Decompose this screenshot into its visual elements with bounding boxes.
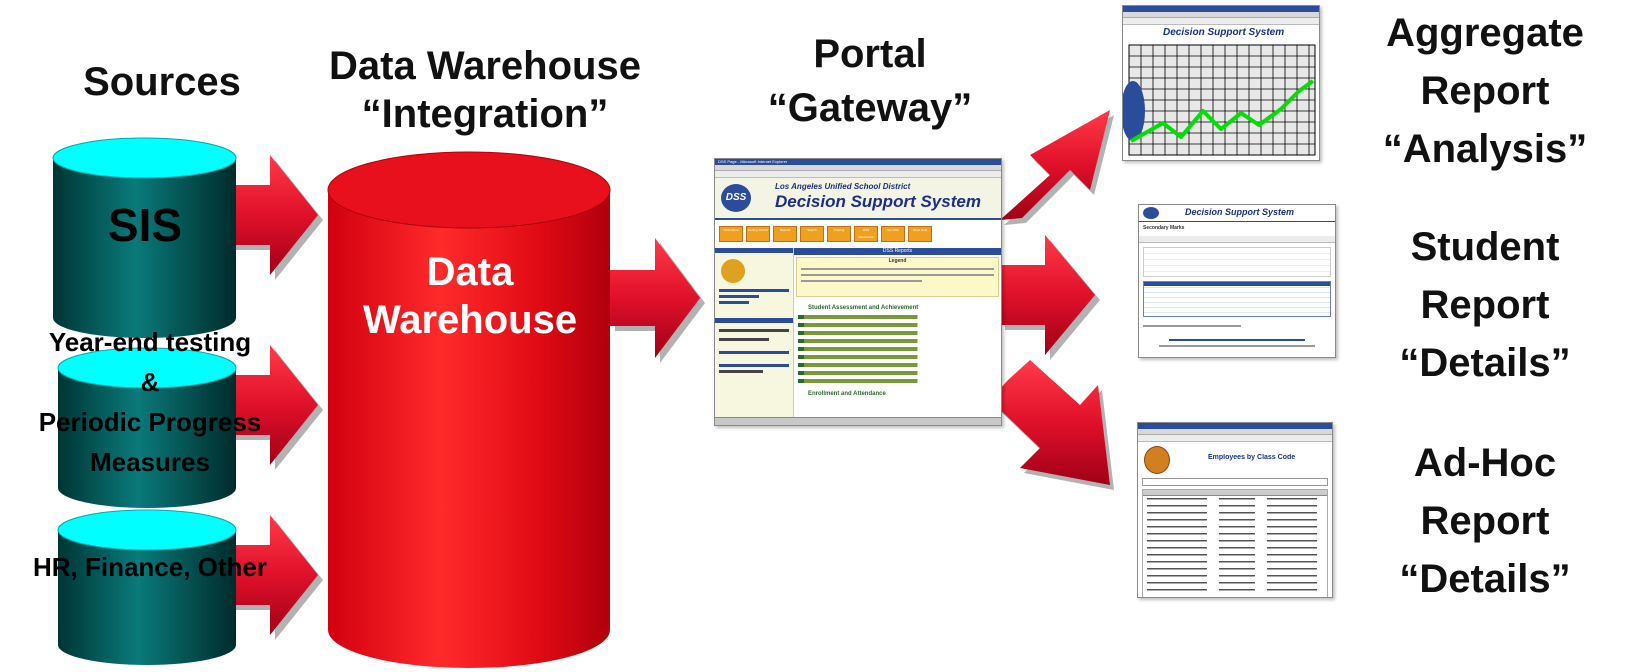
warehouse-cylinder	[327, 151, 611, 668]
portal-screenshot: DSS Page - Microsoft Internet Explorer D…	[714, 158, 1002, 426]
aggregate-line-chart	[1123, 44, 1316, 156]
portal-heading-line1: Portal	[813, 32, 927, 76]
adhoc-label-line2: Report	[1420, 499, 1550, 543]
portal-content-header: DSS Reports	[794, 248, 1001, 255]
portal-district: Los Angeles Unified School District	[775, 182, 911, 191]
adhoc-thumb-table	[1142, 489, 1328, 597]
warehouse-label: Data Warehouse	[330, 248, 610, 344]
aggregate-report-screenshot: Decision Support System	[1122, 5, 1320, 161]
testing-cylinder	[57, 347, 237, 508]
aggregate-report-label: Aggregate Report “Analysis”	[1355, 4, 1615, 178]
portal-tab-3: Search	[800, 226, 824, 242]
aggregate-label-line2: Report	[1420, 69, 1550, 113]
portal-section-assessment: Student Assessment and Achievement	[808, 305, 919, 311]
arrow-portal-to-adhoc	[990, 360, 1114, 490]
portal-tab-2: Reports	[773, 226, 797, 242]
arrow-warehouse-to-portal	[610, 238, 705, 363]
flow-arrows	[610, 110, 1114, 490]
sis-cylinder	[52, 137, 237, 338]
arrow-portal-to-aggregate	[1000, 110, 1114, 225]
portal-tab-4: Training	[827, 226, 851, 242]
student-thumb-table	[1143, 281, 1331, 317]
testing-label-line3: Periodic Progress	[38, 407, 262, 437]
student-report-label: Student Report “Details”	[1355, 218, 1615, 392]
student-report-screenshot: Decision Support System Secondary Marks	[1138, 204, 1336, 358]
adhoc-label-line1: Ad-Hoc	[1413, 441, 1557, 485]
sources-heading: Sources	[83, 60, 241, 104]
aggregate-label-line1: Aggregate	[1386, 11, 1584, 55]
portal-sidebar	[715, 248, 794, 418]
portal-heading: Portal “Gateway”	[745, 30, 995, 132]
portal-tab-6: My DSS	[881, 226, 905, 242]
hr-cylinder	[57, 509, 237, 665]
aggregate-thumb-title: Decision Support System	[1163, 27, 1285, 38]
student-thumb-subtitle: Secondary Marks	[1143, 225, 1185, 231]
warehouse-heading-line2: “Integration”	[361, 92, 609, 136]
adhoc-label-line3: “Details”	[1399, 557, 1571, 601]
testing-label: Year-end testing & Periodic Progress Mea…	[0, 322, 300, 482]
portal-tab-0: DSS Home	[719, 226, 743, 242]
adhoc-thumb-logo	[1144, 446, 1170, 474]
student-label-line2: Report	[1420, 283, 1550, 327]
testing-label-line1: Year-end testing	[48, 327, 252, 357]
testing-label-line4: Measures	[90, 447, 210, 477]
aggregate-trend-line	[1130, 79, 1315, 143]
student-thumb-title: Decision Support System	[1185, 207, 1295, 217]
adhoc-report-screenshot: Employees by Class Code	[1137, 422, 1333, 598]
portal-tab-7: News Help	[908, 226, 932, 242]
portal-section-enrollment: Enrollment and Attendance	[808, 391, 886, 397]
student-thumb-header: Decision Support System	[1139, 205, 1335, 222]
hr-label: HR, Finance, Other	[32, 552, 268, 582]
portal-tab-5: DSS Documents	[854, 226, 878, 242]
adhoc-thumb-header: Employees by Class Code	[1138, 442, 1332, 476]
portal-banner: DSS Los Angeles Unified School District …	[715, 178, 1001, 220]
sis-label: SIS	[107, 199, 183, 251]
arrow-sis-to-warehouse	[220, 155, 323, 280]
warehouse-label-line2: Warehouse	[362, 298, 578, 342]
portal-heading-line2: “Gateway”	[767, 86, 973, 130]
aggregate-label-line3: “Analysis”	[1382, 127, 1588, 171]
warehouse-heading-line1: Data Warehouse	[329, 44, 641, 88]
source-cylinders	[52, 137, 323, 665]
testing-label-line2: &	[140, 367, 160, 397]
portal-title-bar: DSS Page - Microsoft Internet Explorer	[715, 159, 1001, 165]
warehouse-label-line1: Data	[426, 250, 514, 294]
student-label-line1: Student	[1410, 225, 1560, 269]
student-label-line3: “Details”	[1399, 341, 1571, 385]
arrow-portal-to-student	[1000, 235, 1100, 360]
adhoc-thumb-title: Employees by Class Code	[1208, 454, 1296, 461]
portal-tab-1: Getting Started	[746, 226, 770, 242]
warehouse-heading: Data Warehouse “Integration”	[310, 42, 660, 138]
arrow-testing-to-warehouse	[220, 345, 323, 470]
portal-legend: Legend	[796, 257, 999, 297]
arrow-hr-to-warehouse	[220, 515, 323, 640]
portal-content: DSS Reports Legend Student Assessment an…	[794, 248, 1001, 418]
dss-logo: DSS	[721, 184, 751, 212]
adhoc-report-label: Ad-Hoc Report “Details”	[1355, 434, 1615, 608]
portal-system-title: Decision Support System	[775, 192, 981, 211]
